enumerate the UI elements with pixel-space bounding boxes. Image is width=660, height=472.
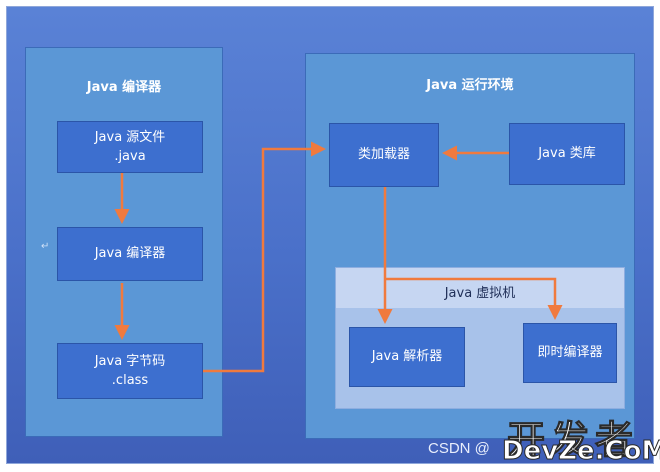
arrow-bytecode-to-loader <box>203 141 326 373</box>
arrow-loader-to-jit <box>385 277 563 320</box>
jvm-title: Java 虚拟机 <box>444 286 516 301</box>
diagram-canvas: Java 编译器 ↵ Java 源文件 .java Java 编译器 Java … <box>6 6 654 464</box>
csdn-watermark: CSDN @ <box>428 440 490 457</box>
class-library-box: Java 类库 <box>509 123 625 185</box>
site-watermark-en: DevZe.CoM <box>501 436 660 467</box>
bytecode-label: Java 字节码 <box>94 353 166 369</box>
jit-compiler-label: 即时编译器 <box>537 345 603 361</box>
jit-compiler-box: 即时编译器 <box>523 323 617 383</box>
bytecode-box: Java 字节码 .class <box>57 343 203 399</box>
source-file-label: Java 源文件 <box>94 129 166 145</box>
interpreter-box: Java 解析器 <box>349 327 465 387</box>
bytecode-ext: .class <box>111 373 149 388</box>
class-loader-label: 类加载器 <box>357 147 410 163</box>
runtime-panel-title: Java 运行环境 <box>426 78 514 93</box>
stray-mark: ↵ <box>41 241 50 252</box>
site-watermark-cn: 开发者 <box>506 418 640 463</box>
compiler-panel-title: Java 编译器 <box>86 80 162 95</box>
class-library-label: Java 类库 <box>538 146 596 162</box>
compiler-label: Java 编译器 <box>94 246 166 262</box>
source-file-box: Java 源文件 .java <box>57 121 203 173</box>
connector-arrows <box>114 141 563 373</box>
source-file-ext: .java <box>114 149 146 164</box>
class-loader-box: 类加载器 <box>329 123 439 187</box>
compiler-box: Java 编译器 <box>57 227 203 281</box>
interpreter-label: Java 解析器 <box>371 349 443 365</box>
